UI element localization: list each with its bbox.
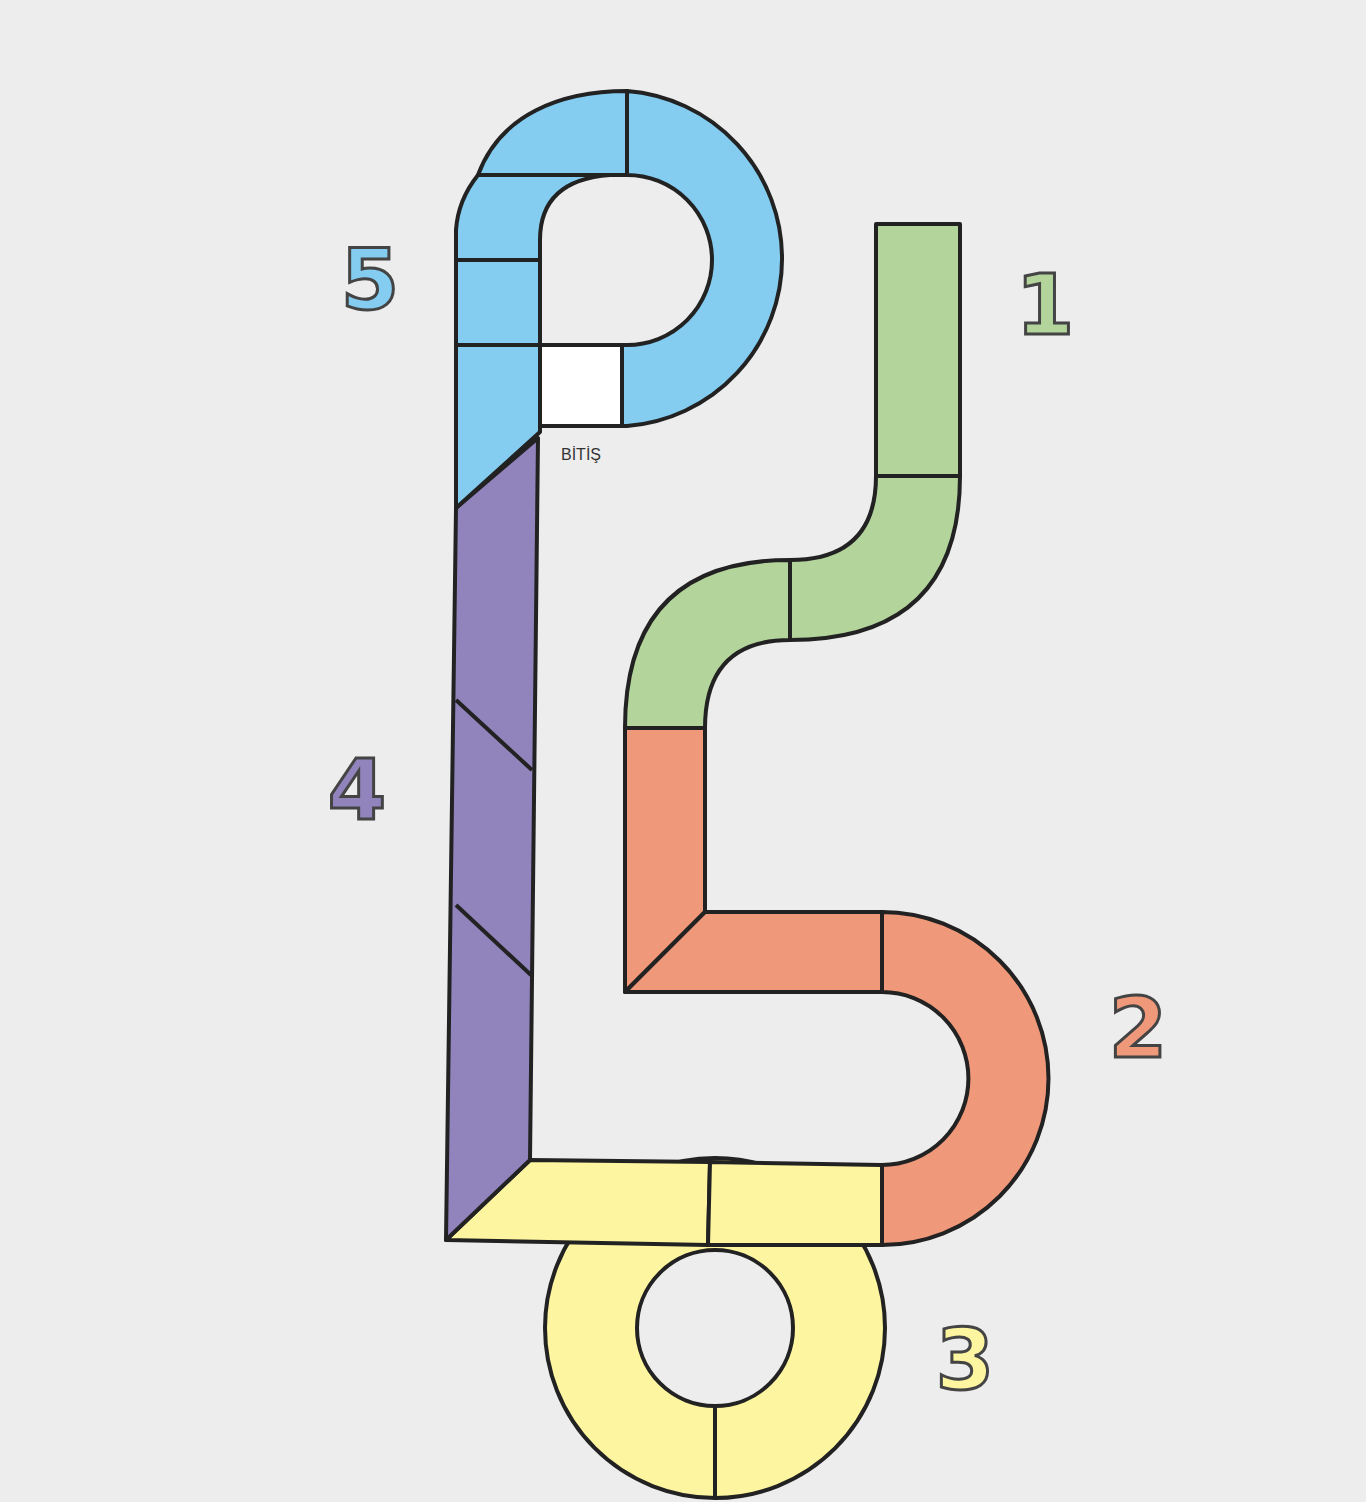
callout-number: 5 (341, 238, 399, 322)
blue-path (456, 91, 782, 508)
callout-number: 4 (328, 748, 386, 832)
green-path (625, 224, 960, 728)
callout-number: 2 (1109, 986, 1167, 1070)
finish-square (540, 345, 622, 426)
callout-number: 1 (1016, 263, 1074, 347)
purple-path (446, 438, 538, 1240)
callout-number: 3 (936, 1318, 994, 1402)
finish-label: BİTİŞ (561, 446, 601, 464)
